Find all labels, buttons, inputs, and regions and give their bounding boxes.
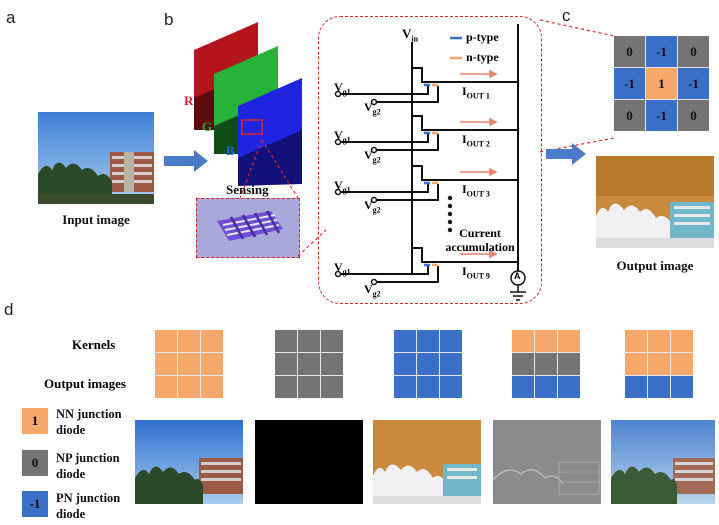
kernel-cell: 0 — [614, 36, 645, 67]
legend-np-junction: 0 — [22, 450, 48, 476]
panel-label-d: d — [4, 300, 14, 319]
kernel-cell: 0 — [678, 100, 709, 131]
sensing-label: Sensing — [226, 182, 269, 197]
kernel-cell: -1 — [646, 36, 677, 67]
kernel-two-rows-ones — [625, 330, 693, 398]
vg2-label-1: Vg2 — [364, 100, 381, 117]
kernel-connectors — [539, 19, 615, 153]
vg1-label-9: Vg1 — [334, 260, 351, 277]
output-current-3: IOUT 3 — [462, 182, 490, 199]
input-image-caption: Input image — [62, 212, 130, 227]
legend-n-type: n-type — [466, 50, 499, 64]
output-image-caption: Output image — [616, 258, 694, 273]
legend-p-type: p-type — [466, 30, 499, 44]
vg2-label-2: Vg2 — [364, 148, 381, 165]
panel-label-b: b — [164, 10, 174, 29]
arrow-b-to-c — [546, 143, 586, 165]
vg1-label-3: Vg1 — [334, 178, 351, 195]
channel-label-b: B — [226, 143, 235, 158]
kernel-cell: -1 — [646, 100, 677, 131]
kernel-cell: 1 — [646, 68, 677, 99]
arrow-a-to-b — [164, 150, 208, 172]
vg1-label-2: Vg1 — [334, 128, 351, 145]
vg1-label-1: Vg1 — [334, 80, 351, 97]
input-image — [38, 112, 154, 204]
rgb-channel-stack — [194, 22, 302, 186]
output-image-zeros — [255, 420, 363, 504]
vin-label: Vin — [402, 26, 419, 44]
sensing-connectors — [240, 139, 327, 257]
kernel-cell: 0 — [678, 36, 709, 67]
panel-label-a: a — [6, 8, 16, 27]
panel-label-c: c — [562, 6, 571, 25]
legend-pn-junction: -1 — [22, 491, 48, 517]
channel-label-g: G — [202, 119, 213, 134]
kernel-cell: -1 — [614, 68, 645, 99]
vg2-label-3: Vg2 — [364, 198, 381, 215]
output-image-minus-ones — [373, 420, 481, 504]
kernels-row-label: Kernels — [72, 337, 116, 352]
laplacian-kernel: 0 -1 0 -1 1 -1 0 -1 0 — [614, 36, 709, 131]
output-image-edge — [493, 420, 601, 504]
output-image-two-rows — [611, 420, 715, 504]
kernel-all-ones — [155, 330, 223, 398]
sensing-window — [241, 119, 263, 135]
crossbar-circuit — [334, 24, 526, 301]
kernel-cell: 0 — [614, 100, 645, 131]
output-image-ones — [135, 420, 243, 504]
output-current-9: IOUT 9 — [462, 264, 490, 281]
channel-label-r: R — [184, 93, 194, 108]
vg2-label-9: Vg2 — [364, 282, 381, 299]
output-current-2: IOUT 2 — [462, 132, 490, 149]
output-image — [596, 156, 714, 248]
kernel-horizontal-edge — [512, 330, 580, 398]
output-current-1: IOUT 1 — [462, 84, 490, 101]
circuit-outline — [318, 16, 542, 304]
legend-nn-junction: 1 — [22, 408, 48, 434]
output-images-row-label: Output images — [44, 376, 126, 391]
ammeter-label: A — [514, 271, 521, 281]
kernel-cell: -1 — [678, 68, 709, 99]
sensing-device-inset — [196, 198, 300, 258]
kernel-all-minus-ones — [394, 330, 462, 398]
kernel-all-zeros — [275, 330, 343, 398]
